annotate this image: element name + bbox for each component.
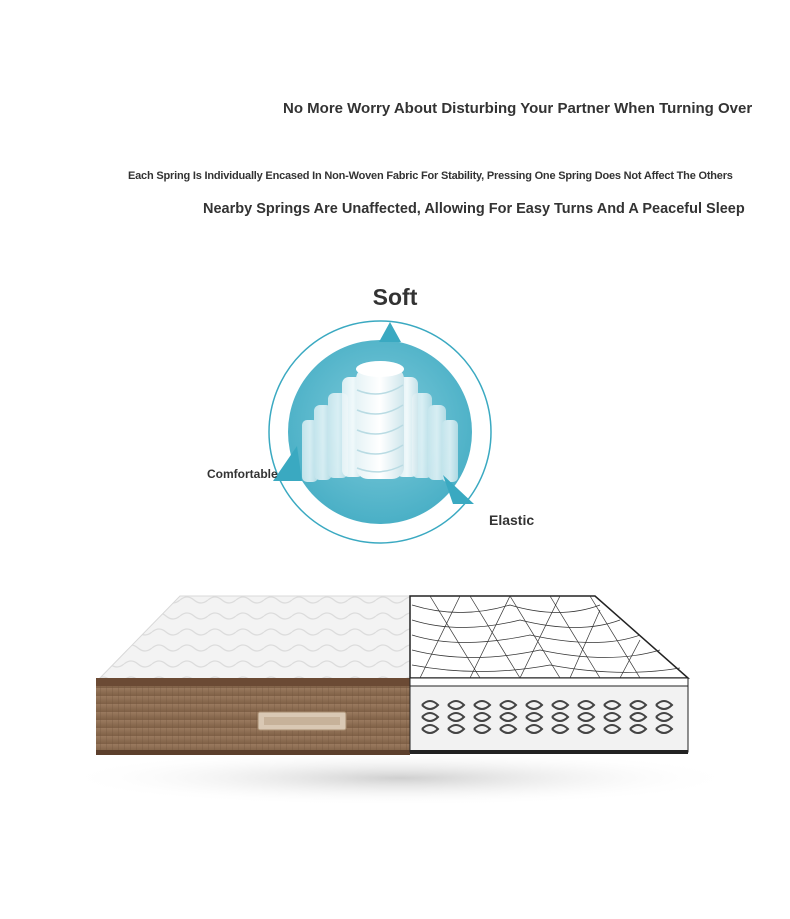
spring-feature-diagram xyxy=(268,320,492,544)
mattress-shadow xyxy=(60,750,740,806)
triangle-pointer-icon xyxy=(379,322,401,342)
comfortable-label: Comfortable xyxy=(207,467,278,481)
outer-ring xyxy=(268,320,492,544)
triangle-pointer-icon xyxy=(443,475,474,504)
pocket-spring-illustration xyxy=(302,361,458,482)
elastic-label: Elastic xyxy=(489,512,535,528)
soft-label: Soft xyxy=(372,284,418,310)
cutaway-top xyxy=(409,595,690,679)
cutaway-grid xyxy=(411,595,681,679)
triangle-pointer-icon xyxy=(273,446,302,481)
coil-springs xyxy=(421,700,674,734)
mattress-cutaway-illustration xyxy=(60,595,740,806)
spring-layer xyxy=(409,685,689,753)
description-line-2: Nearby Springs Are Unaffected, Allowing … xyxy=(203,201,745,217)
mattress-side xyxy=(96,686,410,752)
headline: No More Worry About Disturbing Your Part… xyxy=(283,100,753,117)
description-line-1: Each Spring Is Individually Encased In N… xyxy=(128,170,733,182)
quilted-top xyxy=(96,595,411,681)
